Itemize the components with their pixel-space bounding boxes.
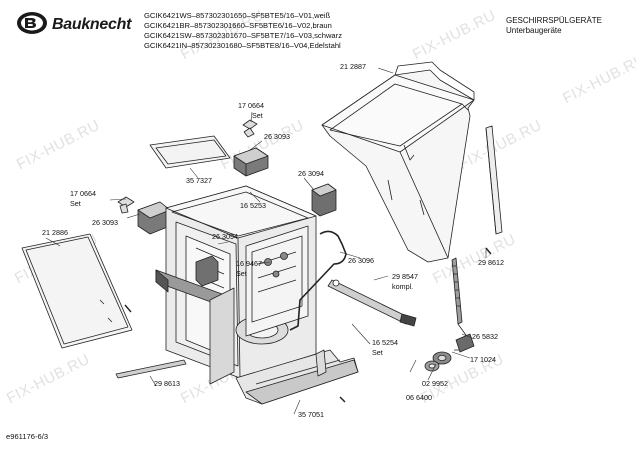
category-block: GESCHIRRSPÜLGERÄTE Unterbaugeräte (506, 16, 602, 36)
seal-strip-edge (486, 128, 496, 234)
part-label: 17 0664 (238, 101, 264, 110)
part-label: 29 8547 (392, 272, 418, 281)
part-label: 16 5253 (240, 201, 266, 210)
part-label: 26 3094 (212, 232, 238, 241)
drawing-code: e961176-6/3 (6, 432, 49, 441)
category-title: GESCHIRRSPÜLGERÄTE (506, 16, 603, 25)
part-label: Set (236, 269, 247, 278)
brand-logo: Bauknecht (16, 10, 132, 36)
hinge-part (196, 256, 218, 286)
category-subtitle: Unterbaugeräte (506, 26, 562, 35)
spray-arm-part (328, 280, 416, 326)
bracket-part (243, 120, 257, 137)
part-label: 26 5832 (472, 332, 498, 341)
part-label: 17 0664 (70, 189, 96, 198)
part-label: 21 2887 (340, 62, 366, 71)
seal-strip-part (116, 360, 186, 378)
part-label: 16 9467 (236, 259, 262, 268)
insulation-pad-part (150, 136, 230, 168)
base-foot-part (316, 350, 326, 376)
part-label: Set (252, 111, 263, 120)
hinge-block-part (138, 202, 170, 234)
door-seal-highlight (322, 234, 336, 238)
part-label: 21 2886 (42, 228, 68, 237)
part-label: 26 3094 (298, 169, 324, 178)
model-line: GCIK6421BR–857302301660–SF5BTE6/16–V02,b… (144, 21, 332, 30)
rear-panel-part (322, 62, 474, 262)
model-line: GCIK6421IN–857302301680–SF5BTE8/16–V04,E… (144, 41, 341, 50)
model-line: GCIK6421SW–857302301670–SF5BTE7/16–V03,s… (144, 31, 342, 40)
insulation-pad-edge (156, 140, 226, 164)
brand-name: Bauknecht (52, 16, 132, 33)
part-label: 29 8612 (478, 258, 504, 267)
part-label: 26 3093 (264, 132, 290, 141)
pump-part (425, 334, 474, 371)
part-label: 02 9952 (422, 379, 448, 388)
part-label: 26 3093 (92, 218, 118, 227)
screw-part (125, 248, 491, 402)
part-label: 26 3096 (348, 256, 374, 265)
tub-frame-part (166, 186, 316, 378)
hinge-block-part (234, 148, 268, 176)
clip-part (265, 253, 288, 278)
model-list: GCIK6421WS–857302301650–SF5BTE5/16–V01,w… (144, 11, 342, 51)
part-label: Set (70, 199, 81, 208)
part-label: Set (372, 348, 383, 357)
part-label: 29 8613 (154, 379, 180, 388)
part-label: 35 7327 (186, 176, 212, 185)
part-label: kompl. (392, 282, 414, 291)
part-label: 06 6400 (406, 393, 432, 402)
hinge-part (312, 184, 336, 216)
brand-emblem-icon (17, 12, 47, 34)
seal-strip-part (486, 126, 502, 234)
model-line: GCIK6421WS–857302301650–SF5BTE5/16–V01,w… (144, 11, 331, 20)
side-panel-part (22, 234, 132, 348)
part-label: 17 1024 (470, 355, 496, 364)
leader-lines (46, 68, 486, 414)
front-frame-part (156, 270, 234, 384)
part-label: 35 7051 (298, 410, 324, 419)
part-label: 16 5254 (372, 338, 398, 347)
